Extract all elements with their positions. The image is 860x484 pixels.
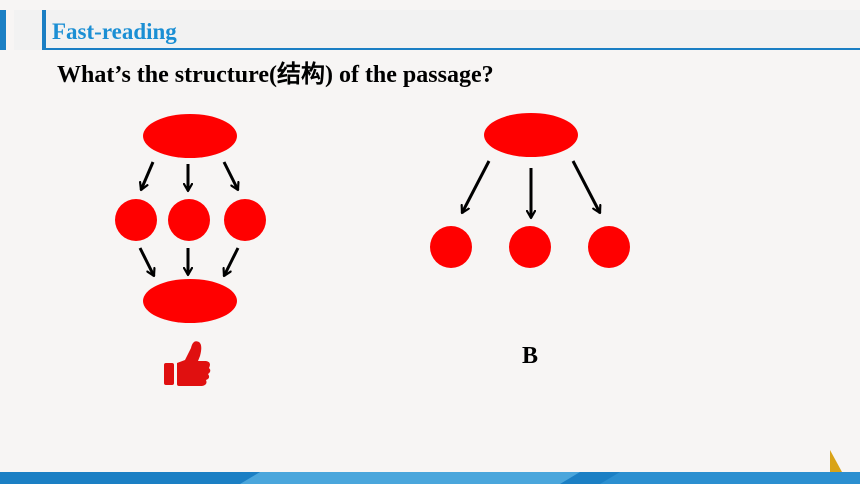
header-accent-bar [0, 10, 6, 50]
footer-band [0, 472, 860, 484]
section-title: Fast-reading [52, 19, 177, 44]
diagram-a-top-node [143, 114, 237, 158]
diagram-a-middle-node [224, 199, 266, 241]
diagram-b-child-node [588, 226, 630, 268]
diagram-a [115, 114, 266, 323]
header-band [14, 10, 860, 50]
header-underline [46, 48, 860, 50]
question-text: What’s the structure(结构) of the passage? [57, 62, 494, 88]
diagram-b-child-node [430, 226, 472, 268]
diagram-b [430, 113, 630, 268]
diagram-a-middle-node [115, 199, 157, 241]
diagram-b-arrow [462, 160, 491, 213]
diagram-a-arrow [138, 247, 154, 276]
diagram-a-bottom-node [143, 279, 237, 323]
diagram-a-arrow [141, 161, 155, 190]
diagram-b-child-node [509, 226, 551, 268]
diagram-a-middle-node [168, 199, 210, 241]
diagram-a-arrow [224, 247, 240, 276]
diagram-b-top-node [484, 113, 578, 157]
thumbs-up-icon [164, 341, 211, 386]
option-b-label: B [522, 343, 539, 369]
triangle-icon [830, 450, 842, 472]
header-separator [42, 10, 46, 50]
diagram-a-arrow [222, 161, 238, 190]
diagram-b-arrow [571, 160, 600, 213]
